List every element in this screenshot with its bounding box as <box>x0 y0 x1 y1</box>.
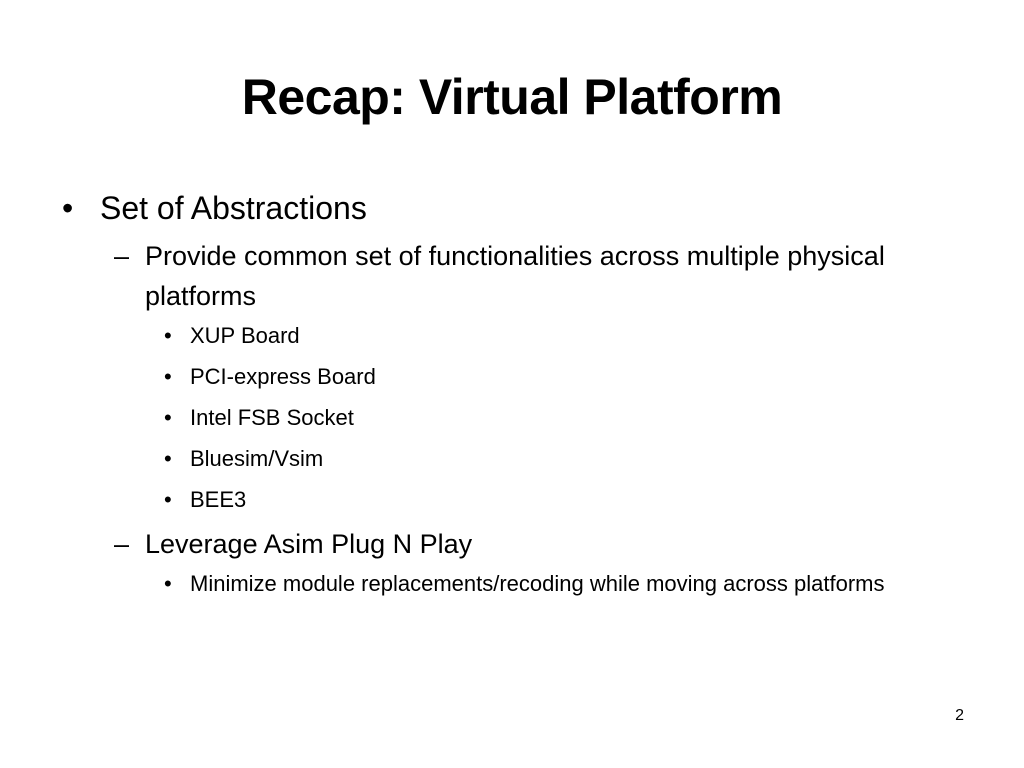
bullet-level3: • Intel FSB Socket <box>164 401 962 435</box>
bullet-text: Intel FSB Socket <box>190 405 354 430</box>
bullet-text: Bluesim/Vsim <box>190 446 324 471</box>
bullet-level1: • Set of Abstractions <box>62 186 962 230</box>
bullet-level3: • PCI-express Board <box>164 360 962 394</box>
bullet-glyph: • <box>164 487 172 512</box>
bullet-level2: – Leverage Asim Plug N Play <box>114 524 962 564</box>
dash-glyph: – <box>114 529 130 559</box>
bullet-text: XUP Board <box>190 323 300 348</box>
slide-title: Recap: Virtual Platform <box>241 69 783 125</box>
bullet-level3: • BEE3 <box>164 483 962 517</box>
bullet-text: Set of Abstractions <box>100 190 367 226</box>
bullet-glyph: • <box>164 446 172 471</box>
bullet-glyph: • <box>62 190 74 226</box>
bullet-level2: – Provide common set of functionalities … <box>114 236 962 316</box>
bullet-text: PCI-express Board <box>190 364 376 389</box>
bullet-text: BEE3 <box>190 487 247 512</box>
bullet-text: Leverage Asim Plug N Play <box>145 529 473 559</box>
bullet-glyph: • <box>164 571 172 596</box>
bullet-level3: • XUP Board <box>164 319 962 353</box>
bullet-glyph: • <box>164 323 172 348</box>
bullet-glyph: • <box>164 405 172 430</box>
bullet-text: Minimize module replacements/recoding wh… <box>190 571 885 596</box>
page-number: 2 <box>955 707 964 724</box>
dash-glyph: – <box>114 241 130 271</box>
bullet-level3: • Minimize module replacements/recoding … <box>164 567 962 601</box>
slide-body: • Set of Abstractions – Provide common s… <box>62 186 962 608</box>
bullet-level3: • Bluesim/Vsim <box>164 442 962 476</box>
bullet-glyph: • <box>164 364 172 389</box>
bullet-text: Provide common set of functionalities ac… <box>145 241 885 311</box>
